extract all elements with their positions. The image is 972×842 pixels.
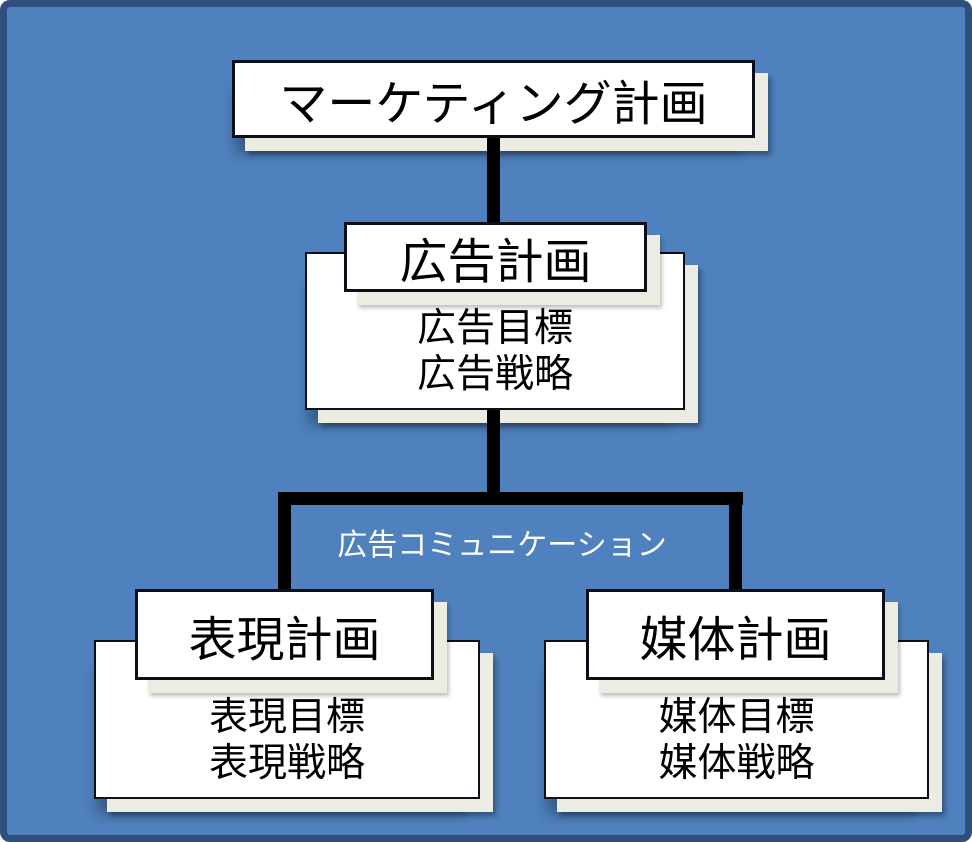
advertising-goal-line: 広告目標 — [416, 307, 573, 350]
connector-advertising-stem — [487, 410, 500, 505]
media-title-box: 媒体計画 — [586, 589, 885, 680]
expression-strategy-line: 表現戦略 — [208, 742, 365, 785]
connector-branch-bar — [278, 492, 743, 505]
media-goal-line: 媒体目標 — [658, 696, 815, 739]
connector-leg-media — [729, 492, 742, 590]
connector-leg-expression — [278, 492, 291, 590]
advertising-body-text: 広告目標 広告戦略 — [417, 306, 573, 398]
expression-title-box: 表現計画 — [135, 589, 434, 680]
connector-label: 広告コミュニケーション — [337, 529, 667, 562]
media-title: 媒体計画 — [639, 613, 832, 667]
connector-marketing-to-advertising — [487, 138, 500, 222]
media-body-text: 媒体目標 媒体戦略 — [658, 695, 814, 787]
advertising-title-box: 広告計画 — [344, 222, 647, 292]
marketing-title: マーケティング計画 — [279, 78, 708, 131]
marketing-title-box: マーケティング計画 — [232, 60, 755, 138]
expression-body-text: 表現目標 表現戦略 — [209, 695, 365, 787]
expression-title: 表現計画 — [188, 613, 381, 667]
advertising-strategy-line: 広告戦略 — [416, 353, 573, 396]
media-strategy-line: 媒体戦略 — [658, 742, 815, 785]
advertising-title: 広告計画 — [399, 236, 592, 289]
expression-goal-line: 表現目標 — [208, 696, 365, 739]
